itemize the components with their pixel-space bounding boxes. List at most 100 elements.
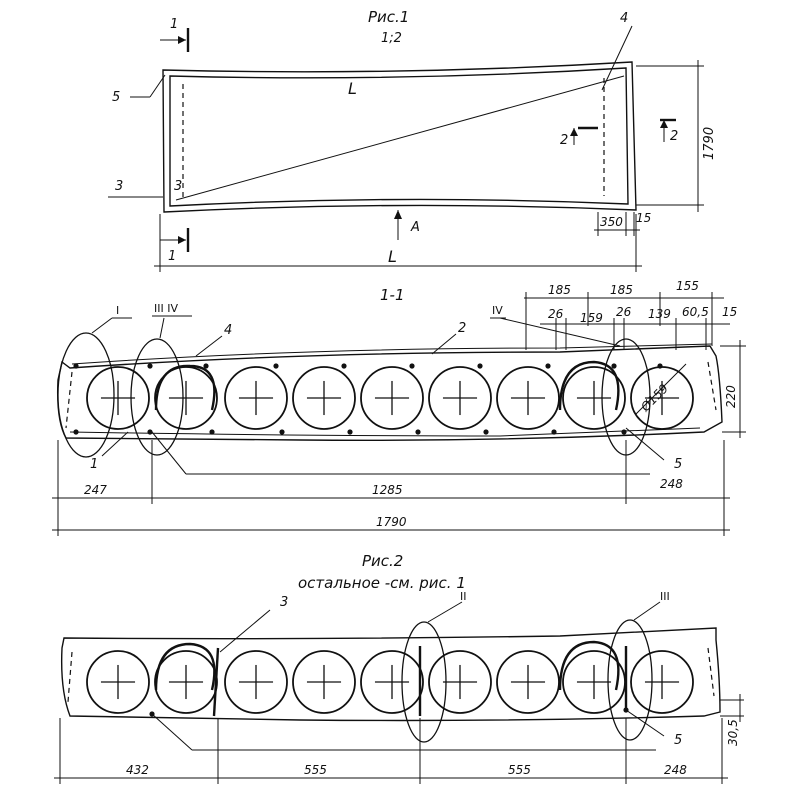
section11-rebar-dot-bottom (73, 429, 79, 435)
section11-slab-outline (56, 345, 723, 442)
section11-rebar-dot-top (611, 363, 617, 369)
fig2-zone-II-leader (427, 601, 463, 623)
fig2-right-end-dashed (707, 647, 715, 697)
section11-dim-159: 159 (580, 311, 603, 325)
section11-rebar-dot-bottom (279, 429, 285, 435)
section11-zone-IV-label: IV (492, 304, 503, 317)
section11-dim-1790: 1790 (376, 515, 407, 529)
fig1-slab-inner (169, 67, 629, 207)
section11-dim-248: 248 (660, 477, 683, 491)
section11-rebar-dot-bottom (347, 429, 353, 435)
section11-rebar-dot-bottom (551, 429, 557, 435)
fig2-hole-6 (428, 650, 492, 714)
section11-leader-4-pointer (195, 335, 223, 357)
section11-zone-I-leader (91, 317, 113, 334)
section11-zone-III-IV-leader (159, 317, 165, 339)
section11-rebar-dot-top (341, 363, 347, 369)
fig2-hole-4 (292, 650, 356, 714)
fig2-left-end-dashed (67, 651, 73, 703)
fig2-hole-9 (630, 650, 694, 714)
section11-rebar-dot-top (545, 363, 551, 369)
section11-rebar-dot-top (203, 363, 209, 369)
fig1-dim-15: 15 (636, 211, 651, 225)
fig1-label-A: A (410, 220, 420, 235)
section11-rebar-dot-bottom (621, 429, 627, 435)
section11-rebar-dot-top (147, 363, 153, 369)
fig1-label-L-inside: L (348, 79, 357, 98)
section11-rebar-dot-top (409, 363, 415, 369)
fig1-leader-3-inner: 3 (174, 179, 182, 194)
fig2-leader-3-pointer (219, 609, 271, 653)
section11-hole-4 (292, 366, 356, 430)
fig1-section2-label-left: 2 (560, 133, 568, 148)
section11-hole-3 (224, 366, 288, 430)
fig2-loop-right (558, 640, 620, 691)
section11-bottom-bar (69, 427, 701, 437)
fig1-leader-3-outer: 3 (115, 179, 123, 194)
section11-rebar-dots (73, 363, 663, 435)
fig2-holes (86, 650, 694, 714)
fig1-section2-left-arrowhead (570, 128, 578, 136)
fig2-dim-555-b: 555 (508, 763, 531, 777)
section11-dim-185-b: 185 (610, 283, 633, 297)
fig2-dim-30-5: 30,5 (726, 719, 740, 746)
fig1-section2-right-arrowhead (660, 120, 668, 128)
section11-hole-6 (428, 366, 492, 430)
section11-rebar-dot-top (657, 363, 663, 369)
section11-leader-4: 4 (224, 323, 232, 338)
fig1-leader-5: 5 (112, 90, 120, 105)
section11-leader-5-a (151, 431, 187, 475)
section11-zone-IV (601, 338, 651, 456)
section11-hole-8 (562, 366, 626, 430)
fig2-leader-3: 3 (280, 595, 288, 610)
fig1-plan-view: Рис.1 1;2 1 1 5 4 3 3 L 2 (108, 8, 717, 272)
fig2-hole-1 (86, 650, 150, 714)
section11-diameter-line (635, 363, 687, 415)
section11-rebar-dot-top (73, 363, 79, 369)
section11-loop-left (154, 364, 216, 411)
section11-dim-1285: 1285 (372, 483, 403, 497)
fig1-arrowhead-top (178, 36, 186, 44)
fig1-leader-4-pointer (601, 25, 633, 91)
fig1-scale: 1;2 (381, 31, 402, 46)
section11-rebar-dot-top (273, 363, 279, 369)
fig1-section2-label-right: 2 (670, 129, 678, 144)
section11-dim-247: 247 (84, 483, 107, 497)
fig2-subtitle: остальное -см. рис. 1 (298, 574, 466, 592)
section11-zone-I-label: I (116, 304, 119, 317)
fig2-zone-II (401, 621, 447, 743)
fig2-loop-left (154, 642, 216, 691)
fig2-hole-7 (496, 650, 560, 714)
fig2-zone-III-leader (633, 601, 661, 621)
fig1-label-L-dim: L (388, 247, 397, 266)
fig2-leader-5: 5 (674, 733, 682, 748)
section11-rebar-dot-bottom (483, 429, 489, 435)
fig2-hole-5 (360, 650, 424, 714)
section11-rebar-dot-top (477, 363, 483, 369)
fig2-leader-5-b (625, 709, 665, 737)
fig2-zone-III-label: III (660, 590, 670, 603)
fig2-dim-248: 248 (664, 763, 687, 777)
section11-hole-7 (496, 366, 560, 430)
section11-leader-2-pointer (431, 333, 457, 355)
section11-hole-1 (86, 366, 150, 430)
fig2-dim-432: 432 (126, 763, 149, 777)
section11-left-end-dashed (65, 371, 73, 429)
section11-hole-5 (360, 366, 424, 430)
section11-leader-5-b (625, 427, 665, 461)
fig1-section-label-bottom: 1 (168, 249, 176, 264)
section11-zone-IV-leader (499, 317, 621, 347)
section-1-1-view: 1-1 I III IV IV 4 (52, 279, 746, 536)
fig1-title: Рис.1 (368, 8, 409, 26)
section11-zone-III-IV-label: III IV (154, 302, 178, 315)
fig1-leader-4: 4 (620, 11, 628, 26)
fig1-slab-outer (162, 61, 637, 213)
fig1-section-label-top: 1 (170, 17, 178, 32)
fig2-title: Рис.2 (362, 552, 403, 570)
fig2-view: Рис.2 остальное -см. рис. 1 II III 3 5 (54, 552, 744, 784)
fig1-arrowhead-bottom (178, 236, 186, 244)
fig2-zone-II-label: II (460, 590, 467, 603)
section11-dim-155: 155 (676, 279, 699, 293)
fig1-diagonal-line (175, 75, 625, 201)
